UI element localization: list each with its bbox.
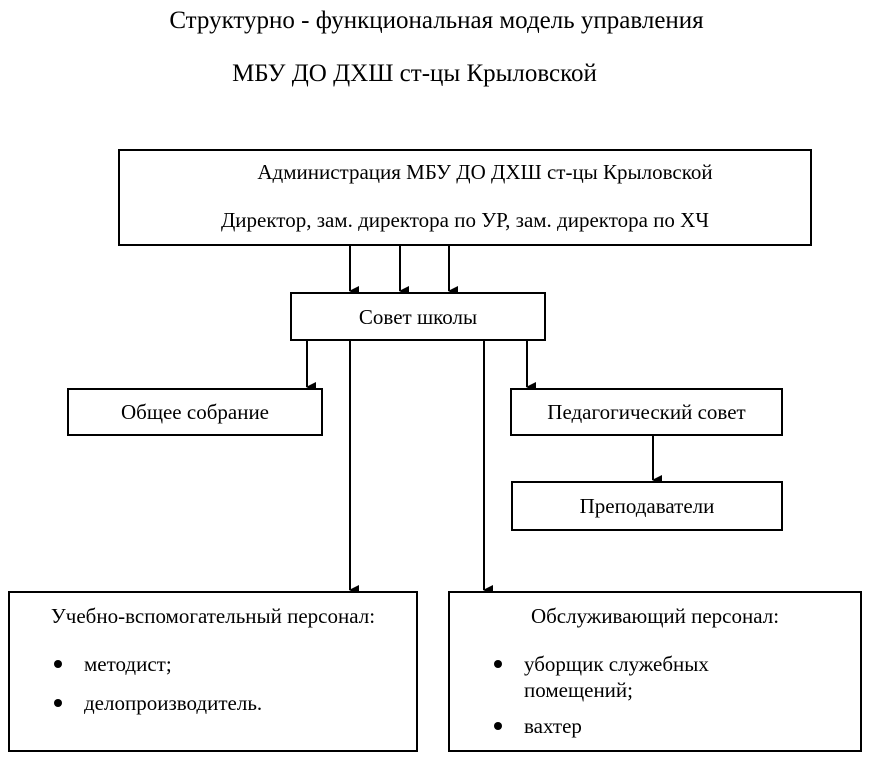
administration-title: Администрация МБУ ДО ДХШ ст-цы Крыловско… — [257, 160, 713, 184]
school-council-box: Совет школы — [290, 292, 546, 341]
bullet-icon — [54, 660, 62, 668]
general-assembly-box: Общее собрание — [67, 388, 323, 436]
service-staff-box: Обслуживающий персонал: уборщик служебны… — [448, 591, 862, 752]
teachers-box: Преподаватели — [511, 481, 783, 531]
bullet-icon — [54, 699, 62, 707]
bullet-icon — [494, 722, 502, 730]
list-item: делопроизводитель. — [48, 690, 262, 716]
list-item: вахтер — [488, 713, 818, 739]
service-staff-heading: Обслуживающий персонал: — [530, 604, 780, 628]
list-item-text: уборщик служебных помещений; — [524, 652, 709, 702]
general-assembly-label: Общее собрание — [120, 400, 270, 424]
list-item-text: вахтер — [524, 714, 582, 738]
bullet-icon — [494, 660, 502, 668]
list-item: уборщик служебных помещений; — [488, 651, 818, 703]
list-item-text: делопроизводитель. — [84, 691, 263, 715]
pedagogical-council-label: Педагогический совет — [547, 400, 746, 424]
support-staff-heading: Учебно-вспомогательный персонал: — [50, 604, 376, 628]
diagram-title-line1: Структурно - функциональная модель управ… — [169, 7, 704, 34]
support-staff-list: методист; делопроизводитель. — [48, 651, 262, 729]
list-item: методист; — [48, 651, 262, 677]
teachers-label: Преподаватели — [579, 494, 715, 518]
administration-members: Директор, зам. директора по УР, зам. дир… — [220, 208, 709, 232]
diagram-title-line2: МБУ ДО ДХШ ст-цы Крыловской — [232, 60, 597, 87]
administration-box: Администрация МБУ ДО ДХШ ст-цы Крыловско… — [118, 149, 812, 246]
pedagogical-council-box: Педагогический совет — [510, 388, 783, 436]
support-staff-box: Учебно-вспомогательный персонал: методис… — [8, 591, 418, 752]
list-item-text: методист; — [84, 652, 172, 676]
service-staff-list: уборщик служебных помещений; вахтер — [488, 651, 818, 749]
school-council-label: Совет школы — [358, 304, 478, 329]
